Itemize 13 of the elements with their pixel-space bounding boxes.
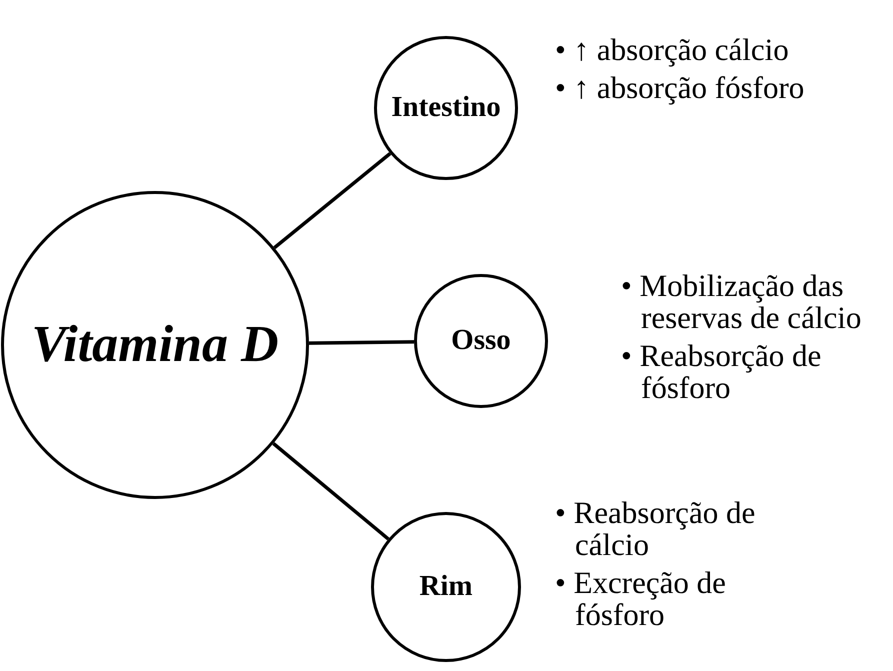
bullet-text: • ↑ absorção fósforo	[555, 72, 806, 104]
bullet-text: • Reabsorção de fósforo	[621, 340, 822, 404]
node-label: Intestino	[391, 90, 501, 126]
node-label: Osso	[451, 323, 511, 358]
connector-line	[272, 442, 390, 540]
bullet-text: • ↑ absorção cálcio	[555, 34, 790, 66]
node-label: Rim	[419, 569, 473, 604]
bullet-text: • Mobilização das reservas de cálcio	[621, 270, 862, 334]
bullet-text: • Excreção de fósforo	[555, 567, 727, 631]
connector-line	[308, 340, 414, 345]
bullet-text: • Reabsorção de cálcio	[555, 497, 756, 561]
node-label: Vitamina D	[31, 315, 279, 375]
connector-line	[273, 152, 392, 250]
